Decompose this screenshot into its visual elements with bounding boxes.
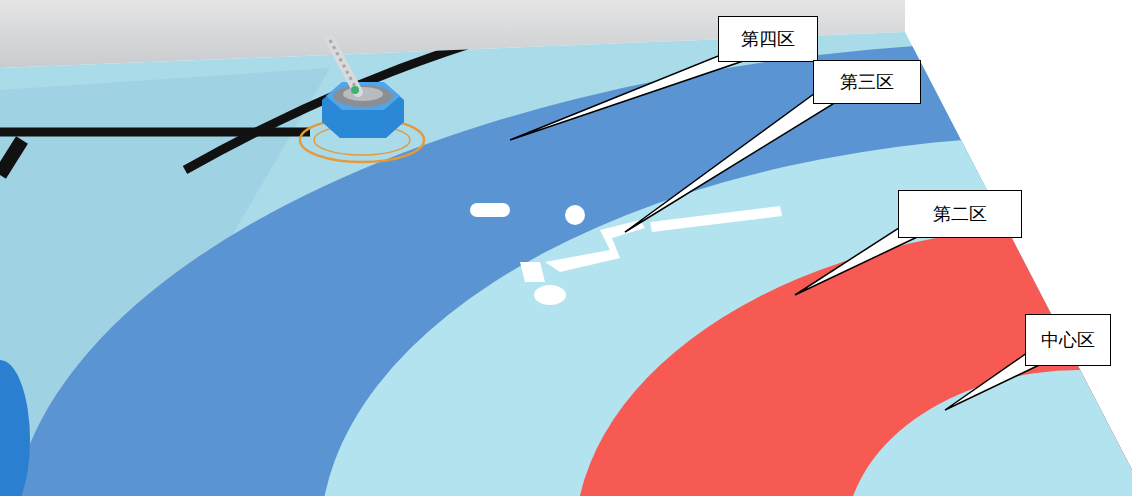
robot: [300, 40, 424, 162]
zone-label: 中心区: [1041, 329, 1095, 351]
zone-three: [320, 135, 1132, 496]
callout-tail: [625, 88, 846, 232]
callout-box: 第三区: [813, 60, 921, 104]
zone-label: 第四区: [741, 28, 795, 50]
zone-label: 第二区: [933, 203, 987, 225]
white-icon: [470, 203, 782, 305]
black-arc: [185, 14, 578, 170]
callout-box: 第二区: [898, 190, 1022, 238]
callout-box: 第四区: [718, 16, 818, 62]
blue-disc: [0, 360, 30, 496]
zone-label: 第三区: [840, 71, 894, 93]
callout-box: 中心区: [1025, 314, 1111, 366]
callout-tail: [510, 52, 752, 140]
callout-tails: [510, 52, 1058, 410]
black-mark: [0, 140, 22, 175]
zone-four: [10, 40, 1132, 496]
